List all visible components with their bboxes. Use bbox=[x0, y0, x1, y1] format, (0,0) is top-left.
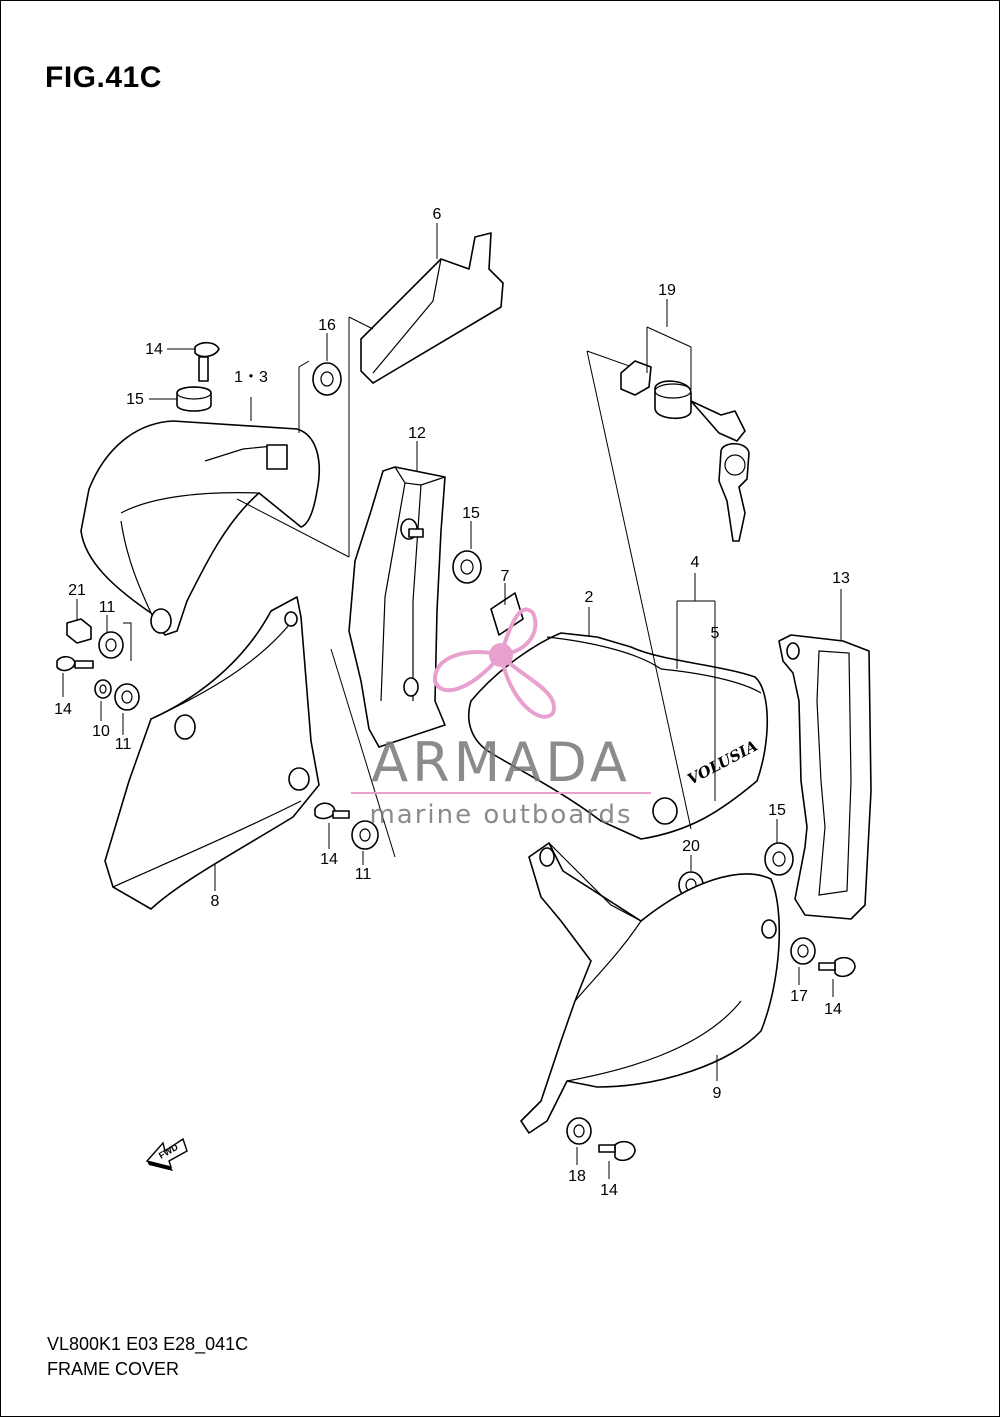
callout-10: 10 bbox=[92, 723, 110, 740]
callout-14-e: 14 bbox=[600, 1182, 618, 1199]
part-1-3-frame-cover[interactable] bbox=[80, 420, 320, 636]
part-15-grommet-c[interactable] bbox=[764, 842, 794, 876]
callout-14-c: 14 bbox=[320, 851, 338, 868]
part-11-grommet-b[interactable] bbox=[114, 683, 140, 711]
callout-14-a: 14 bbox=[145, 341, 163, 358]
callout-15-b: 15 bbox=[462, 505, 480, 522]
part-21-screw[interactable] bbox=[66, 618, 92, 644]
part-8-frame-cover[interactable] bbox=[104, 596, 320, 910]
callout-12: 12 bbox=[408, 425, 426, 442]
callout-11-a: 11 bbox=[99, 599, 116, 616]
propeller-logo-icon bbox=[432, 607, 557, 719]
callout-13: 13 bbox=[832, 570, 850, 587]
callout-2: 2 bbox=[585, 589, 594, 606]
part-14-screw-d[interactable] bbox=[818, 956, 856, 978]
fwd-arrow-icon: FWD bbox=[145, 1137, 188, 1171]
model-code: VL800K1 E03 E28_041C bbox=[47, 1334, 249, 1354]
part-17-grommet[interactable] bbox=[790, 937, 816, 965]
part-2-frame-cover[interactable]: VOLUSIA bbox=[468, 632, 769, 840]
part-14-screw-c[interactable] bbox=[314, 802, 350, 820]
armada-watermark: ARMADA marine outboards bbox=[351, 607, 651, 830]
callout-4: 4 bbox=[691, 554, 700, 571]
callout-20: 20 bbox=[682, 838, 700, 855]
callout-5: 5 bbox=[711, 625, 720, 642]
callout-15-c: 15 bbox=[768, 802, 786, 819]
callout-11-b: 11 bbox=[115, 736, 132, 753]
callout-17: 17 bbox=[790, 988, 808, 1005]
part-11-grommet-a[interactable] bbox=[98, 631, 124, 659]
callout-14-d: 14 bbox=[824, 1001, 842, 1018]
part-6-bracket[interactable] bbox=[360, 232, 504, 384]
callout-1-3: 1・3 bbox=[234, 369, 268, 386]
part-13-bracket[interactable] bbox=[778, 634, 872, 920]
callout-6: 6 bbox=[433, 206, 442, 223]
part-9-frame-cover[interactable] bbox=[520, 842, 781, 1134]
part-18-grommet[interactable] bbox=[566, 1117, 592, 1145]
watermark-brand: ARMADA bbox=[371, 731, 631, 794]
callout-15-a: 15 bbox=[126, 391, 144, 408]
figure-title: FIG.41C bbox=[45, 61, 162, 94]
part-16-grommet[interactable] bbox=[312, 362, 342, 396]
callout-21: 21 bbox=[68, 582, 86, 599]
part-15-grommet-a[interactable] bbox=[176, 386, 212, 412]
part-15-grommet-b[interactable] bbox=[452, 550, 482, 584]
part-14-screw-b[interactable] bbox=[56, 655, 94, 672]
part-14-screw-a[interactable] bbox=[194, 341, 220, 382]
callout-18: 18 bbox=[568, 1168, 586, 1185]
part-19-lock-set[interactable] bbox=[620, 360, 750, 542]
section-name: FRAME COVER bbox=[47, 1359, 180, 1379]
callout-11-c: 11 bbox=[355, 866, 372, 883]
callout-7: 7 bbox=[501, 568, 510, 585]
part-14-screw-e[interactable] bbox=[598, 1140, 636, 1162]
part-10-washer[interactable] bbox=[94, 679, 112, 699]
callout-14-b: 14 bbox=[54, 701, 72, 718]
watermark-tagline: marine outboards bbox=[369, 800, 632, 830]
callout-9: 9 bbox=[713, 1085, 722, 1102]
callout-8: 8 bbox=[211, 893, 220, 910]
callout-19: 19 bbox=[658, 282, 676, 299]
part-7-plate[interactable] bbox=[490, 592, 524, 636]
part-12-bracket[interactable] bbox=[348, 466, 446, 748]
callout-16: 16 bbox=[318, 317, 336, 334]
part-11-grommet-c[interactable] bbox=[351, 820, 379, 850]
